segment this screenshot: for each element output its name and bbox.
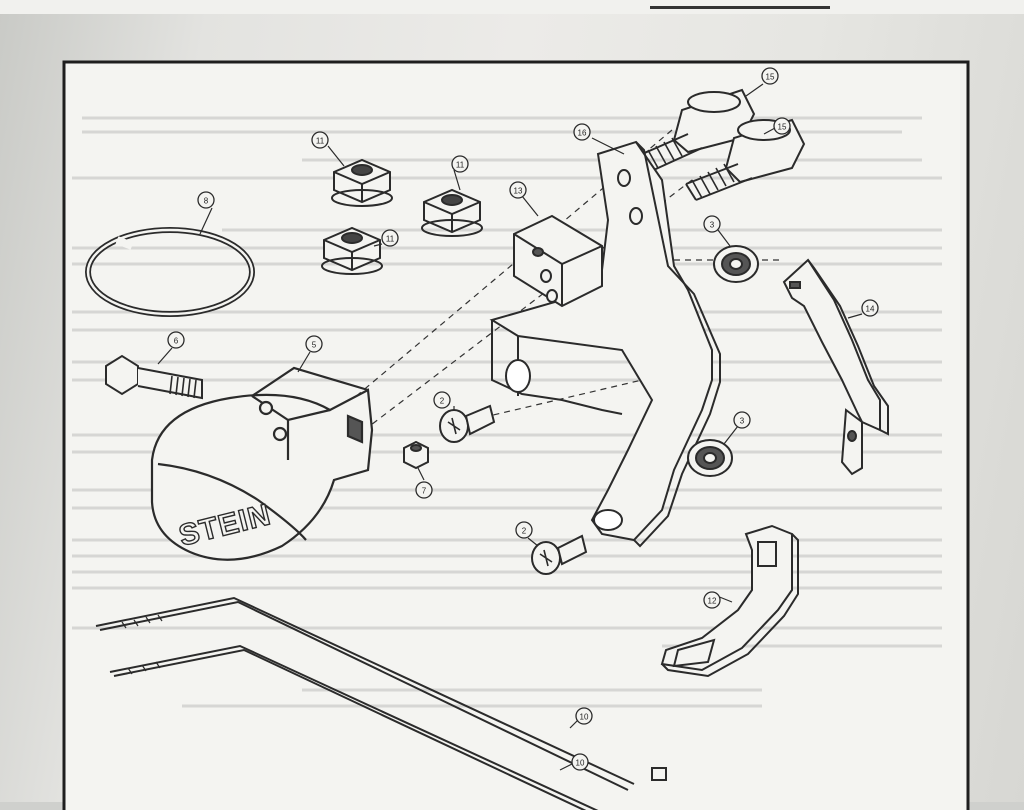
callout-5: 5 [305, 335, 323, 353]
callout-2-a: 2 [433, 391, 451, 409]
svg-text:10: 10 [576, 759, 585, 768]
callout-3-b: 3 [733, 411, 751, 429]
svg-text:2: 2 [522, 527, 527, 536]
exploded-parts-diagram: STEIN [62, 60, 970, 810]
callout-2-b: 2 [515, 521, 533, 539]
svg-text:11: 11 [316, 137, 325, 146]
svg-text:10: 10 [580, 713, 589, 722]
svg-text:14: 14 [866, 305, 875, 314]
part-11-nut-a [331, 158, 393, 207]
callout-15-b: 15 [773, 117, 791, 135]
svg-text:7: 7 [422, 487, 427, 496]
svg-text:8: 8 [204, 197, 209, 206]
callout-16: 16 [573, 123, 591, 141]
part-5-shock-clamp: STEIN [150, 366, 374, 561]
part-14-strap-bracket [782, 258, 889, 476]
svg-text:3: 3 [710, 221, 715, 230]
header-rule [650, 6, 830, 9]
part-12-hanger-bracket [660, 524, 799, 678]
part-8-snap-ring [85, 227, 255, 317]
svg-text:3: 3 [740, 417, 745, 426]
part-16-main-bracket [489, 140, 721, 548]
part-15-bolt-a [623, 88, 756, 179]
svg-text:2: 2 [440, 397, 445, 406]
top-margin [0, 0, 1024, 14]
callout-12: 12 [703, 591, 721, 609]
svg-text:13: 13 [514, 187, 523, 196]
callout-10-b: 10 [571, 753, 589, 771]
svg-text:15: 15 [778, 123, 787, 132]
part-2-screw-b [531, 534, 588, 575]
svg-text:11: 11 [456, 161, 465, 170]
svg-text:11: 11 [386, 235, 395, 244]
callout-15-a: 15 [761, 67, 779, 85]
callout-7: 7 [415, 481, 433, 499]
callout-6: 6 [167, 331, 185, 349]
callout-10-a: 10 [575, 707, 593, 725]
part-7-small-nut [403, 440, 429, 470]
callout-3-a: 3 [703, 215, 721, 233]
svg-text:12: 12 [708, 597, 717, 606]
callout-11-b: 11 [451, 155, 469, 173]
callout-bubbles: 15 15 16 11 11 11 8 13 3 14 6 5 2 7 3 2 … [167, 67, 879, 771]
part-11-nut-b [421, 188, 483, 237]
callout-11-a: 11 [311, 131, 329, 149]
part-15-bolt-b [685, 118, 806, 201]
callout-leaders [157, 83, 863, 771]
part-13-spacer-block [513, 214, 603, 308]
svg-text:15: 15 [766, 73, 775, 82]
part-3-flange-nut-b [687, 439, 733, 477]
callout-14: 14 [861, 299, 879, 317]
callout-8: 8 [197, 191, 215, 209]
svg-text:16: 16 [578, 129, 587, 138]
svg-text:6: 6 [174, 337, 179, 346]
callout-11-c: 11 [381, 229, 399, 247]
part-11-nut-c [321, 226, 383, 275]
part-10-cable-ties [95, 596, 667, 810]
callout-13: 13 [509, 181, 527, 199]
svg-text:5: 5 [312, 341, 317, 350]
part-6-long-bolt [105, 354, 203, 400]
part-3-flange-nut-a [713, 245, 759, 283]
